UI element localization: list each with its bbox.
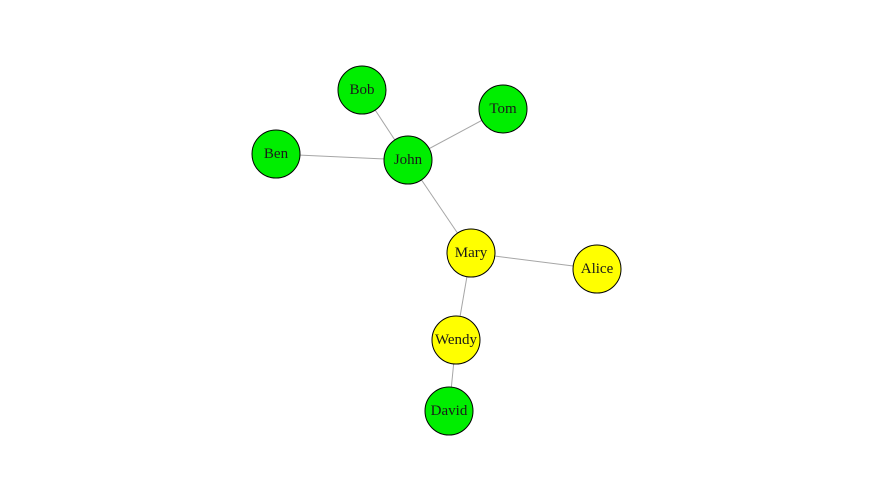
node-tom: Tom <box>478 84 528 134</box>
node-label-ben: Ben <box>264 146 289 162</box>
node-bob: Bob <box>337 65 387 115</box>
node-label-david: David <box>431 403 468 419</box>
node-circle-david <box>424 386 474 436</box>
node-circle-alice <box>572 244 622 294</box>
node-label-john: John <box>394 152 423 168</box>
node-label-alice: Alice <box>581 261 614 277</box>
node-label-bob: Bob <box>349 82 374 98</box>
node-mary: Mary <box>446 228 496 278</box>
node-label-mary: Mary <box>455 245 488 261</box>
node-circle-bob <box>337 65 387 115</box>
node-label-tom: Tom <box>489 101 517 117</box>
node-david: David <box>424 386 474 436</box>
node-circle-wendy <box>431 315 481 365</box>
node-circle-ben <box>251 129 301 179</box>
node-alice: Alice <box>572 244 622 294</box>
node-circle-mary <box>446 228 496 278</box>
node-ben: Ben <box>251 129 301 179</box>
node-wendy: Wendy <box>431 315 481 365</box>
node-john: John <box>383 135 433 185</box>
node-circle-john <box>383 135 433 185</box>
node-label-wendy: Wendy <box>435 332 478 348</box>
node-circle-tom <box>478 84 528 134</box>
edges-layer <box>275 89 598 412</box>
